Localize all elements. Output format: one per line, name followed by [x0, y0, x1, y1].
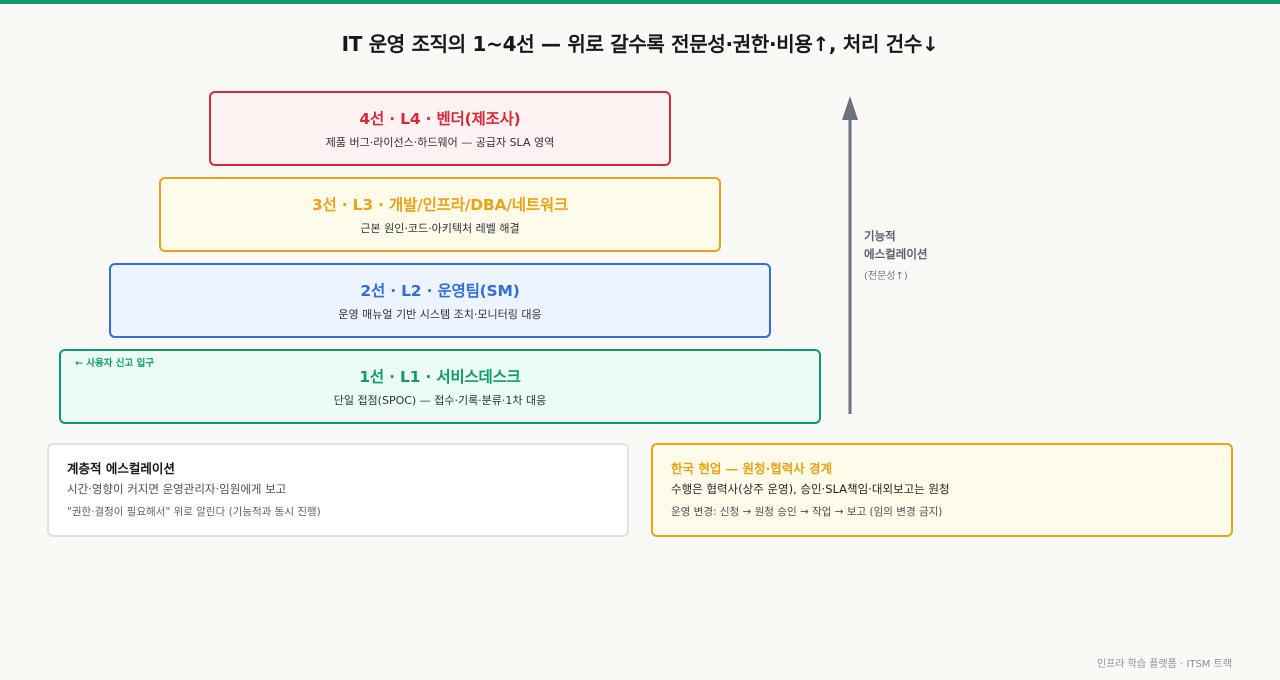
functional-escalation-sub: (전문성↑) [864, 271, 908, 282]
korea-practice-note: 한국 현업 — 원청·협력사 경계 수행은 협력사(상주 운영), 승인·SLA… [651, 443, 1233, 537]
tier-4-vendor: 4선 · L4 · 벤더(제조사) 제품 버그·라이선스·하드웨어 — 공급자 … [209, 91, 671, 166]
hierarchical-note-line1: 시간·영향이 커지면 운영관리자·임원에게 보고 [67, 482, 287, 496]
tier-2-description: 운영 매뉴얼 기반 시스템 조치·모니터링 대응 [338, 308, 542, 321]
hierarchical-note-title: 계층적 에스컬레이션 [67, 461, 175, 476]
escalation-arrow-icon [842, 96, 858, 414]
tier-1-heading: 1선 · L1 · 서비스데스크 [359, 368, 521, 386]
tier-4-description: 제품 버그·라이선스·하드웨어 — 공급자 SLA 영역 [325, 136, 555, 149]
korea-note-title: 한국 현업 — 원청·협력사 경계 [671, 461, 833, 476]
functional-escalation-label: 기능적 에스컬레이션 [864, 227, 927, 263]
hierarchical-escalation-note: 계층적 에스컬레이션 시간·영향이 커지면 운영관리자·임원에게 보고 "권한·… [47, 443, 629, 537]
tier-3-dev-infra: 3선 · L3 · 개발/인프라/DBA/네트워크 근본 원인·코드·아키텍처 … [159, 177, 721, 252]
page-title: IT 운영 조직의 1~4선 — 위로 갈수록 전문성·권한·비용↑, 처리 건… [341, 32, 939, 56]
tier-3-heading: 3선 · L3 · 개발/인프라/DBA/네트워크 [311, 196, 569, 214]
tier-2-ops-team: 2선 · L2 · 운영팀(SM) 운영 매뉴얼 기반 시스템 조치·모니터링 … [109, 263, 771, 338]
functional-escalation-line1: 기능적 [864, 229, 896, 243]
user-report-entry-label: ← 사용자 신고 입구 [75, 358, 155, 369]
hierarchical-note-line2: "권한·결정이 필요해서" 위로 알린다 (기능적과 동시 진행) [67, 506, 321, 518]
functional-escalation-line2: 에스컬레이션 [864, 247, 928, 261]
korea-note-line2: 운영 변경: 신청 → 원청 승인 → 작업 → 보고 (임의 변경 금지) [671, 506, 943, 518]
tier-3-description: 근본 원인·코드·아키텍처 레벨 해결 [360, 222, 520, 235]
tier-1-service-desk: ← 사용자 신고 입구 1선 · L1 · 서비스데스크 단일 접점(SPOC)… [59, 349, 821, 424]
korea-note-line1: 수행은 협력사(상주 운영), 승인·SLA책임·대외보고는 원청 [671, 482, 950, 496]
top-accent-bar [0, 0, 1280, 4]
tier-1-description: 단일 접점(SPOC) — 접수·기록·분류·1차 대응 [333, 394, 547, 407]
tier-4-heading: 4선 · L4 · 벤더(제조사) [359, 110, 521, 128]
footer-credit: 인프라 학습 플랫폼 · ITSM 트랙 [1096, 659, 1232, 670]
tier-2-heading: 2선 · L2 · 운영팀(SM) [360, 282, 520, 300]
